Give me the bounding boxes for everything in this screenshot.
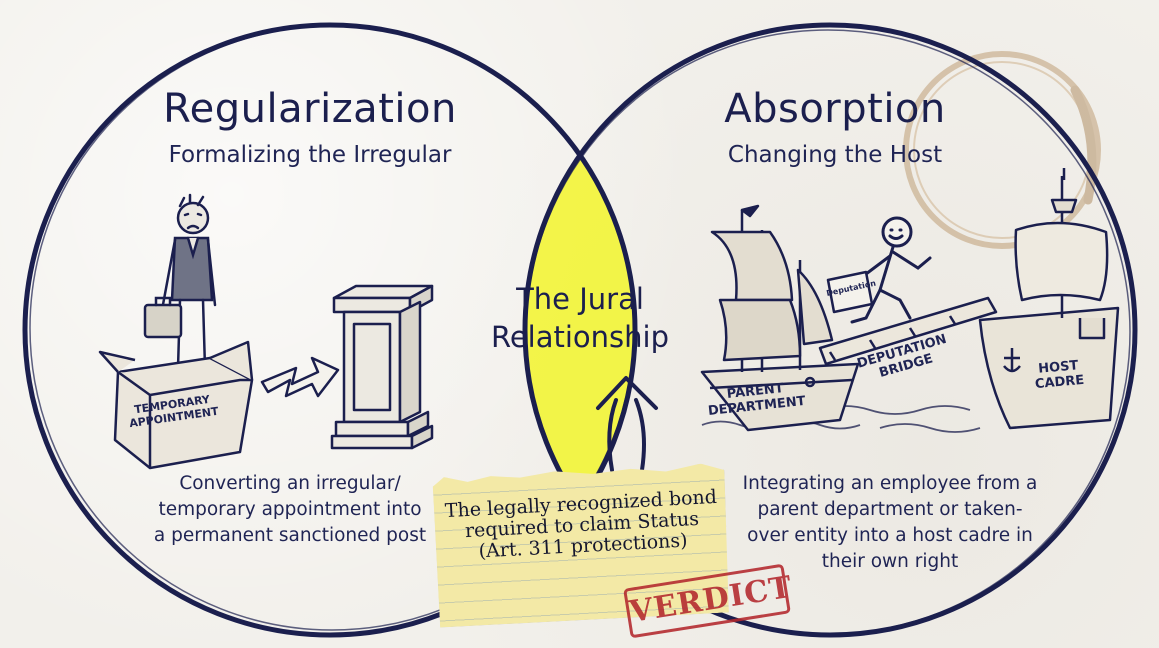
- temporary-appointment-box-icon: [98, 340, 254, 470]
- center-title-line2: Relationship: [490, 320, 670, 354]
- deputation-bridge-icon: [818, 296, 998, 366]
- coffee-stain: [903, 51, 1101, 249]
- host-ship-icon: [978, 168, 1120, 430]
- right-description: Integrating an employee from a parent de…: [742, 473, 1038, 572]
- right-subtitle: Changing the Host: [727, 142, 943, 168]
- up-arrow-icon: [596, 376, 658, 472]
- right-circle-sketch: [525, 29, 1131, 635]
- worried-employee-icon: [143, 193, 217, 374]
- parent-ship-icon: [700, 204, 860, 432]
- center-title: The Jural Relationship: [470, 280, 690, 356]
- right-circle: [522, 22, 1138, 638]
- pedestal-icon: [330, 284, 434, 450]
- right-title: Absorption: [724, 86, 946, 132]
- deputation-briefcase-icon: [826, 270, 874, 314]
- left-circle: [22, 22, 638, 638]
- left-title: Regularization: [163, 86, 457, 132]
- center-title-line1: The Jural: [516, 282, 644, 316]
- stick-figure-icon: [850, 216, 932, 324]
- left-circle-sketch: [29, 25, 635, 631]
- host-cadre-label: HOST CADRE: [1023, 357, 1095, 393]
- left-subtitle: Formalizing the Irregular: [168, 142, 452, 168]
- left-description: Converting an irregular/ temporary appoi…: [153, 473, 427, 546]
- zigzag-arrow-icon: [260, 356, 340, 398]
